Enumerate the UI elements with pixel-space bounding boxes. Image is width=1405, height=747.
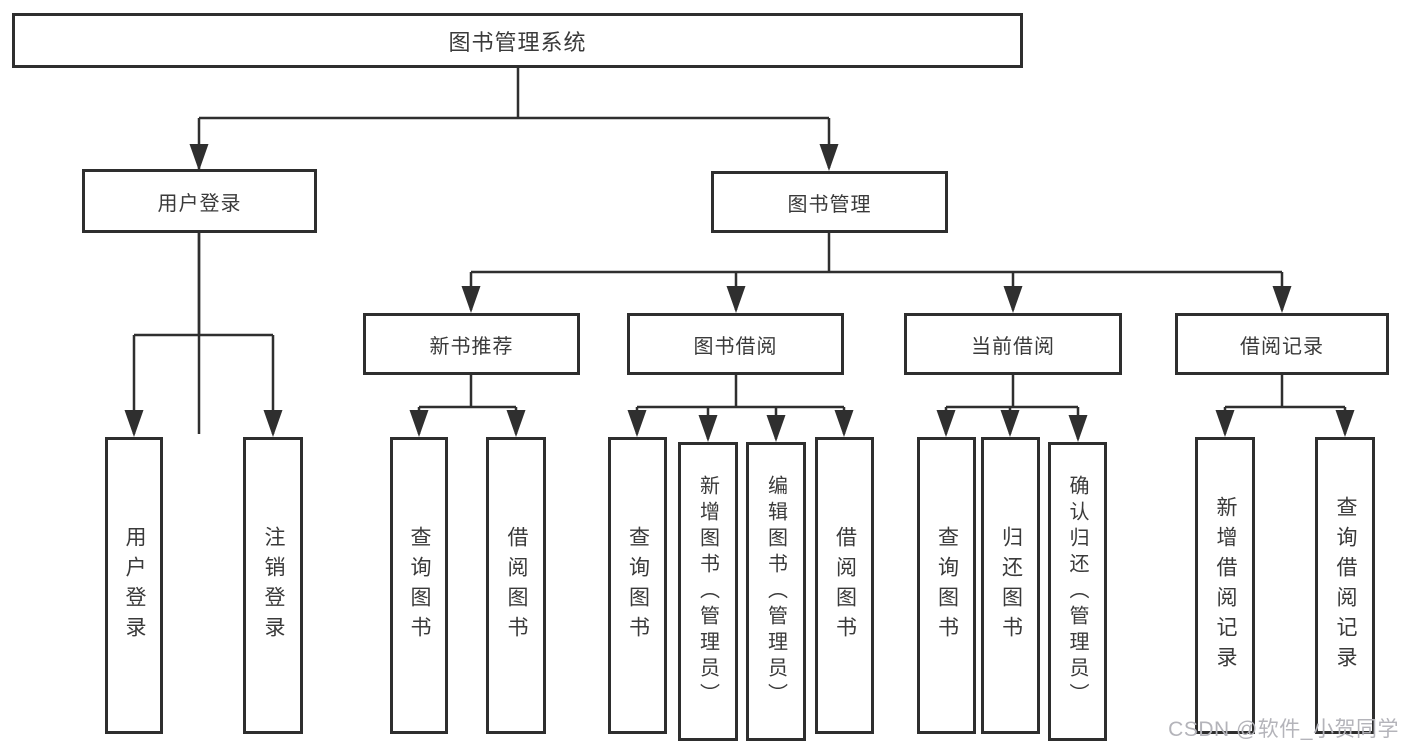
node-query-books-current: 查询图书 (917, 437, 976, 734)
arrowhead-icon (1335, 410, 1355, 437)
arrowhead-icon (124, 410, 144, 437)
node-borrow-books: 借阅图书 (815, 437, 874, 734)
arrowhead-icon (1068, 415, 1088, 442)
arrowhead-icon (936, 410, 956, 437)
node-book-management: 图书管理 (711, 171, 948, 233)
node-user-login: 用户登录 (82, 169, 317, 233)
arrowhead-icon (1215, 410, 1235, 437)
node-query-books-recommend: 查询图书 (390, 437, 448, 734)
node-book-borrowing: 图书借阅 (627, 313, 844, 375)
node-library-management-system: 图书管理系统 (12, 13, 1023, 68)
node-edit-books-admin: 编辑图书（管理员） (746, 442, 806, 741)
node-query-borrow-record: 查询借阅记录 (1315, 437, 1375, 734)
connector-root-to-level2 (197, 68, 831, 434)
node-return-books: 归还图书 (981, 437, 1040, 734)
node-borrow-books-recommend: 借阅图书 (486, 437, 546, 734)
arrowhead-icon (506, 410, 526, 437)
arrowhead-icon (834, 410, 854, 437)
connector-book-management-split (469, 232, 1284, 310)
arrowhead-icon (189, 144, 209, 171)
connector-user-login-split (132, 232, 275, 434)
connector-new-book-split (417, 375, 518, 434)
arrowhead-icon (698, 415, 718, 442)
node-user-login-action: 用户登录 (105, 437, 163, 734)
arrowhead-icon (627, 410, 647, 437)
connector-book-borrow-split (635, 375, 846, 439)
node-borrowing-records: 借阅记录 (1175, 313, 1389, 375)
connector-borrow-record-split (1223, 375, 1347, 434)
arrowhead-icon (461, 286, 481, 313)
csdn-watermark: CSDN @软件_小贺同学 (1168, 718, 1399, 741)
node-logout-action: 注销登录 (243, 437, 303, 734)
node-new-book-recommendation: 新书推荐 (363, 313, 580, 375)
node-query-books-borrowing: 查询图书 (608, 437, 667, 734)
node-current-borrowing: 当前借阅 (904, 313, 1122, 375)
arrowhead-icon (766, 415, 786, 442)
arrowhead-icon (1272, 286, 1292, 313)
node-add-borrow-record: 新增借阅记录 (1195, 437, 1255, 734)
node-confirm-return-admin: 确认归还（管理员） (1048, 442, 1107, 741)
arrowhead-icon (1000, 410, 1020, 437)
arrowhead-icon (1003, 286, 1023, 313)
node-add-books-admin: 新增图书（管理员） (678, 442, 738, 741)
arrowhead-icon (409, 410, 429, 437)
arrowhead-icon (819, 144, 839, 171)
arrowhead-icon (726, 286, 746, 313)
arrowhead-icon (263, 410, 283, 437)
